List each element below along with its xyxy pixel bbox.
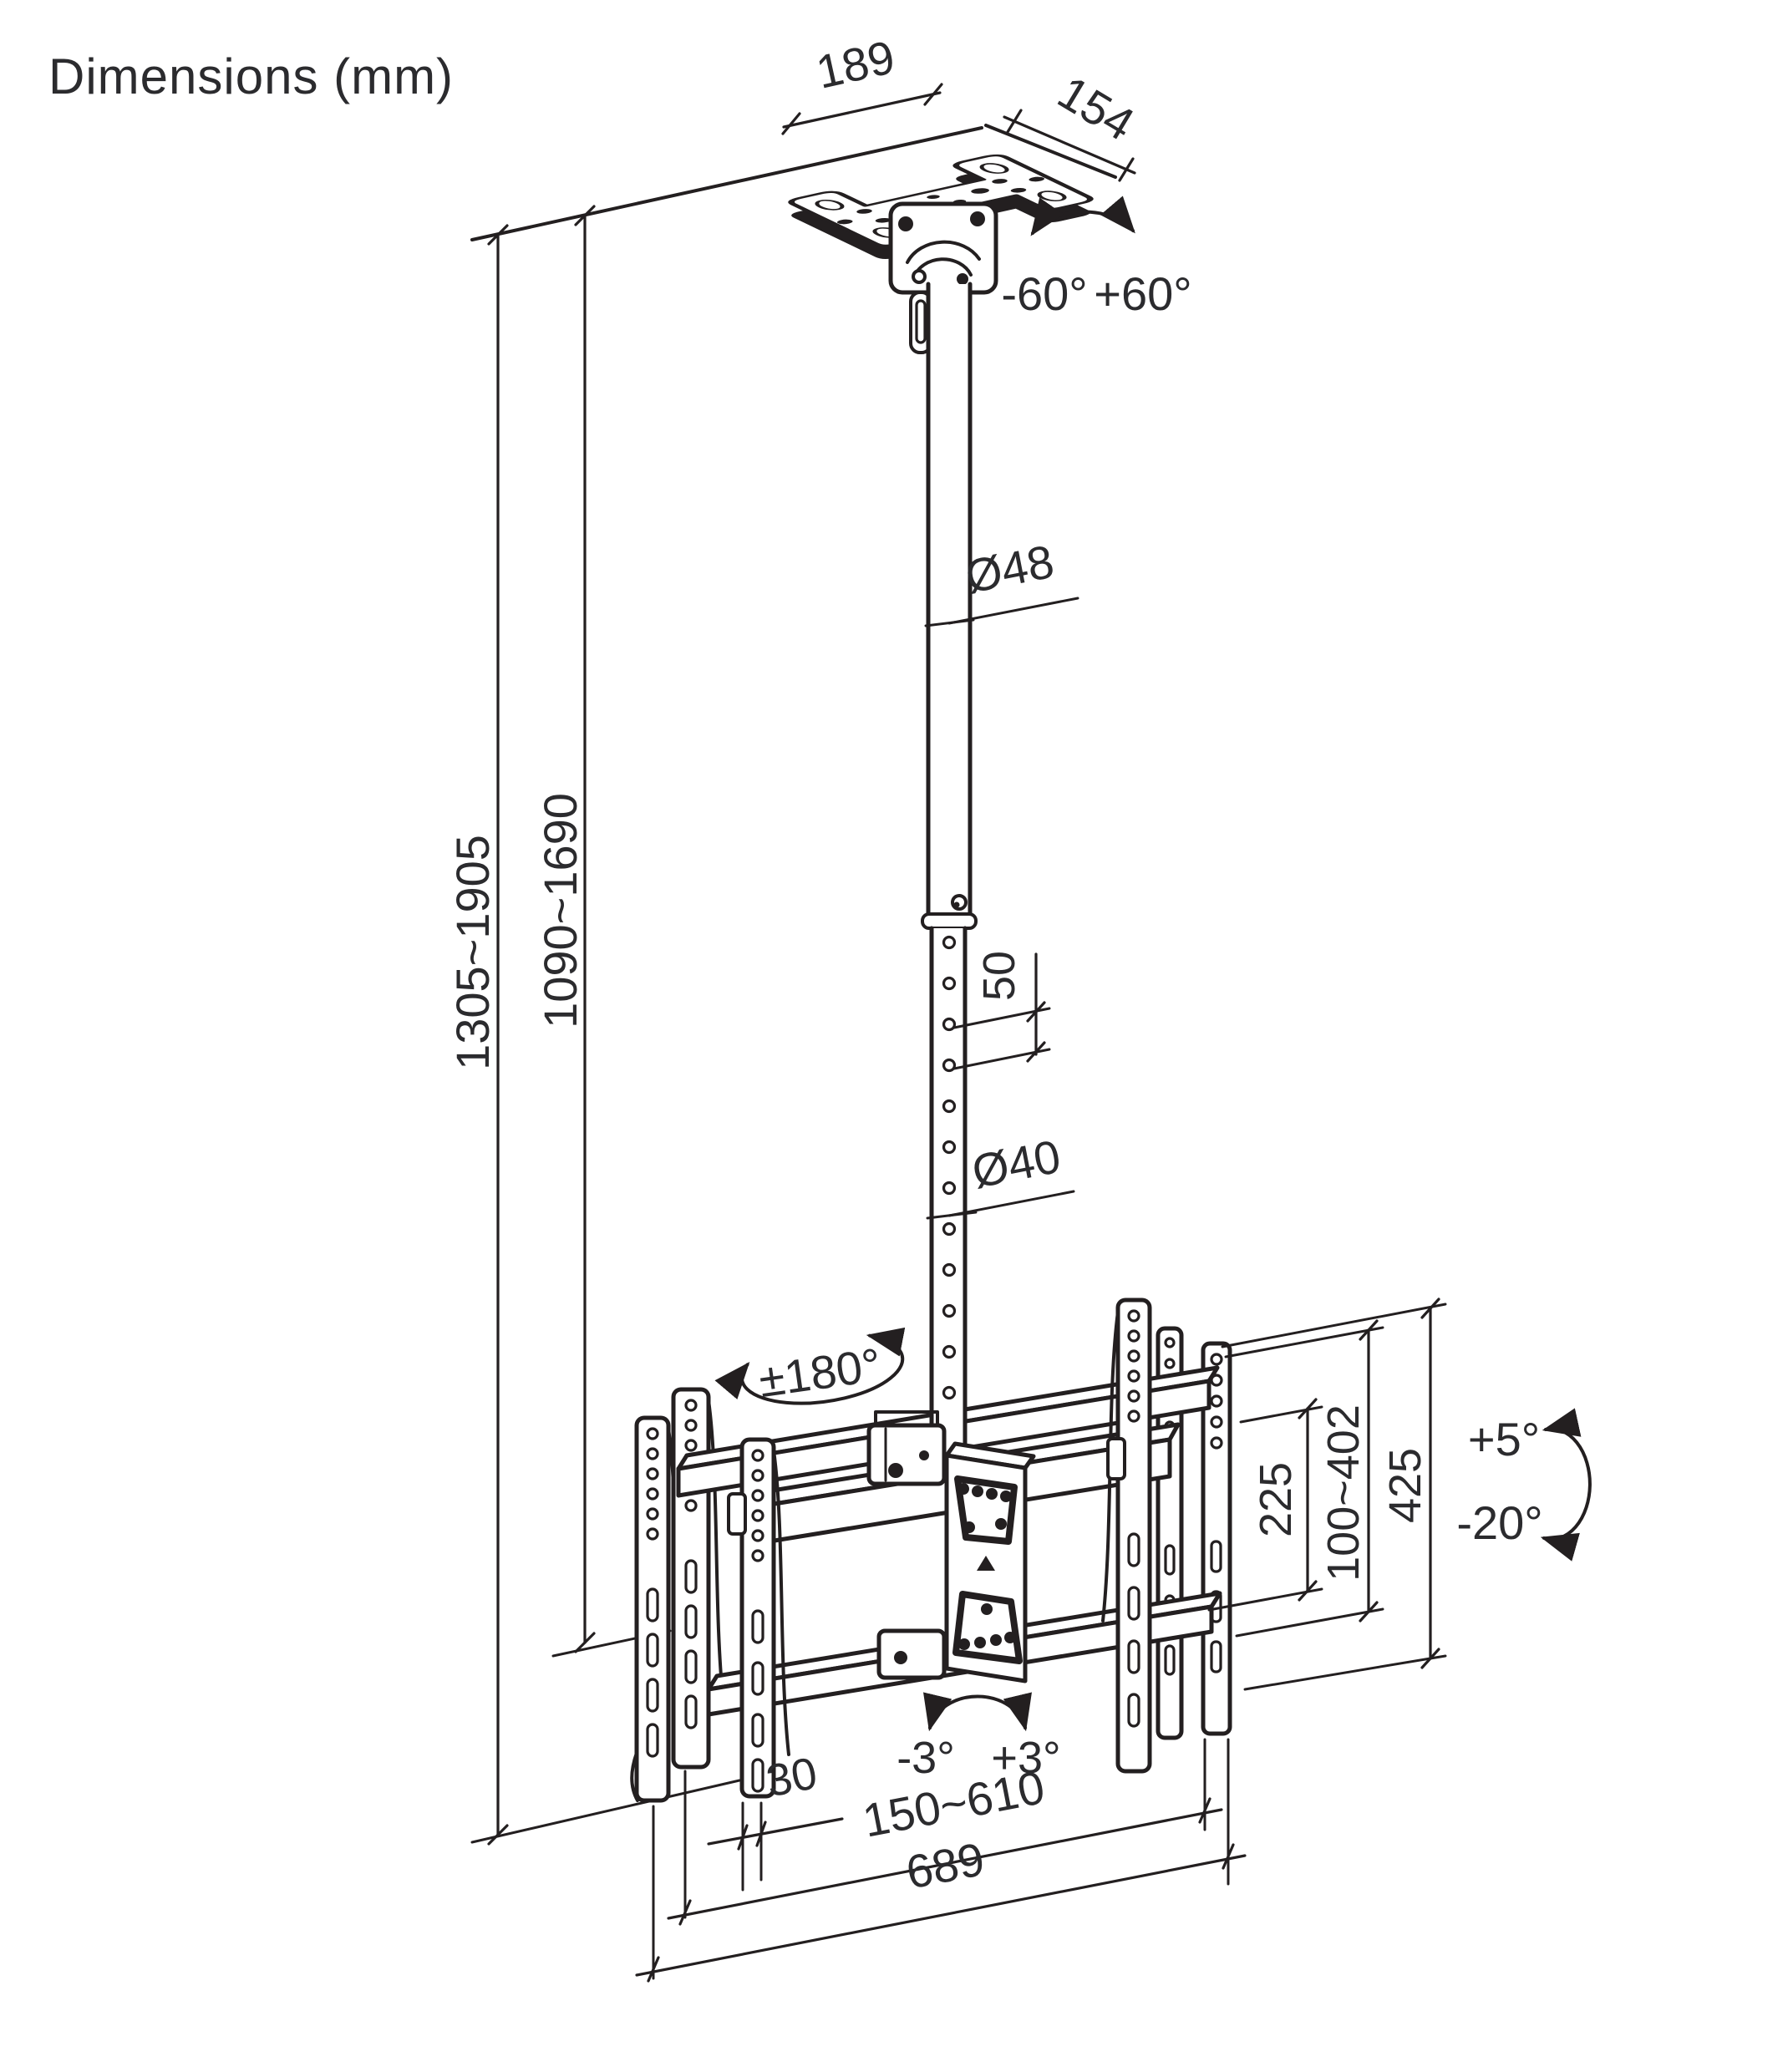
page-title: Dimensions (mm) [48, 48, 454, 104]
overall-height-label: 1305~1905 [446, 835, 499, 1070]
tilt-arc-icon [1540, 1408, 1592, 1562]
dim-plate-width: 189 [781, 30, 943, 135]
rotation-arc-icon [714, 1327, 906, 1405]
bracket-gap-label: 225 [1251, 1462, 1301, 1537]
alignment-triangle-icon [977, 1556, 995, 1571]
pole-lower [929, 926, 968, 1465]
dim-rail-depth: 30 [707, 1748, 844, 1892]
pole-clamp-lower [876, 1628, 947, 1680]
yaw-indicator: -3° +3° [897, 1692, 1061, 1783]
dims-bracket-right: 225 100~402 425 [1207, 1298, 1447, 1691]
pole-swivel-indicator: -60° +60° [1001, 196, 1192, 320]
vesa-adapter-plate [944, 1441, 1036, 1684]
ceiling-reference-lines [470, 124, 1117, 241]
tilt-up-label: +5° [1468, 1413, 1540, 1465]
bracket-height-label: 425 [1380, 1448, 1430, 1523]
dim-hole-spacing: 50 [952, 951, 1051, 1070]
vesa-upper-slot-pattern [954, 1475, 1018, 1545]
lower-pole-diameter-label: Ø40 [968, 1130, 1064, 1198]
plate-width-label: 189 [811, 30, 899, 99]
tilt-indicator: +5° -20° [1456, 1408, 1592, 1562]
tv-rail-right-front [1101, 1298, 1152, 1774]
swivel-neg-label: -60° [1001, 267, 1087, 320]
swivel-pos-label: +60° [1094, 267, 1191, 320]
pole-collar [921, 912, 978, 930]
rail-depth-label: 30 [762, 1748, 820, 1806]
yaw-pos-label: +3° [991, 1733, 1060, 1783]
rotation-label: ±180° [755, 1338, 884, 1407]
pole-upper [921, 282, 978, 930]
bracket-adjust-label: 100~402 [1318, 1404, 1369, 1582]
vesa-lower-slot-pattern [952, 1591, 1023, 1664]
pole-clamp-upper [866, 1410, 947, 1486]
yaw-neg-label: -3° [897, 1733, 955, 1783]
tilt-down-label: -20° [1456, 1496, 1542, 1549]
dim-overall-height: 1305~1905 [446, 224, 741, 1846]
pole-hinge-bracket [888, 201, 998, 354]
swivel-arc-icon [1030, 196, 1135, 236]
ceiling-plate-top-face [788, 154, 1094, 247]
pole-rotation-indicator: ±180° [714, 1327, 906, 1407]
dim-plate-depth: 154 [1003, 65, 1144, 182]
tv-rail-left-front [727, 1437, 790, 1799]
yaw-arc-icon [923, 1692, 1032, 1732]
hole-spacing-label: 50 [974, 951, 1024, 1001]
pole-height-label: 1090~1690 [534, 793, 587, 1028]
pole-adjustment-holes [942, 935, 957, 1400]
overall-width-label: 689 [902, 1832, 988, 1899]
upper-pole-diameter-label: Ø48 [961, 535, 1058, 603]
plate-depth-label: 154 [1049, 65, 1144, 150]
